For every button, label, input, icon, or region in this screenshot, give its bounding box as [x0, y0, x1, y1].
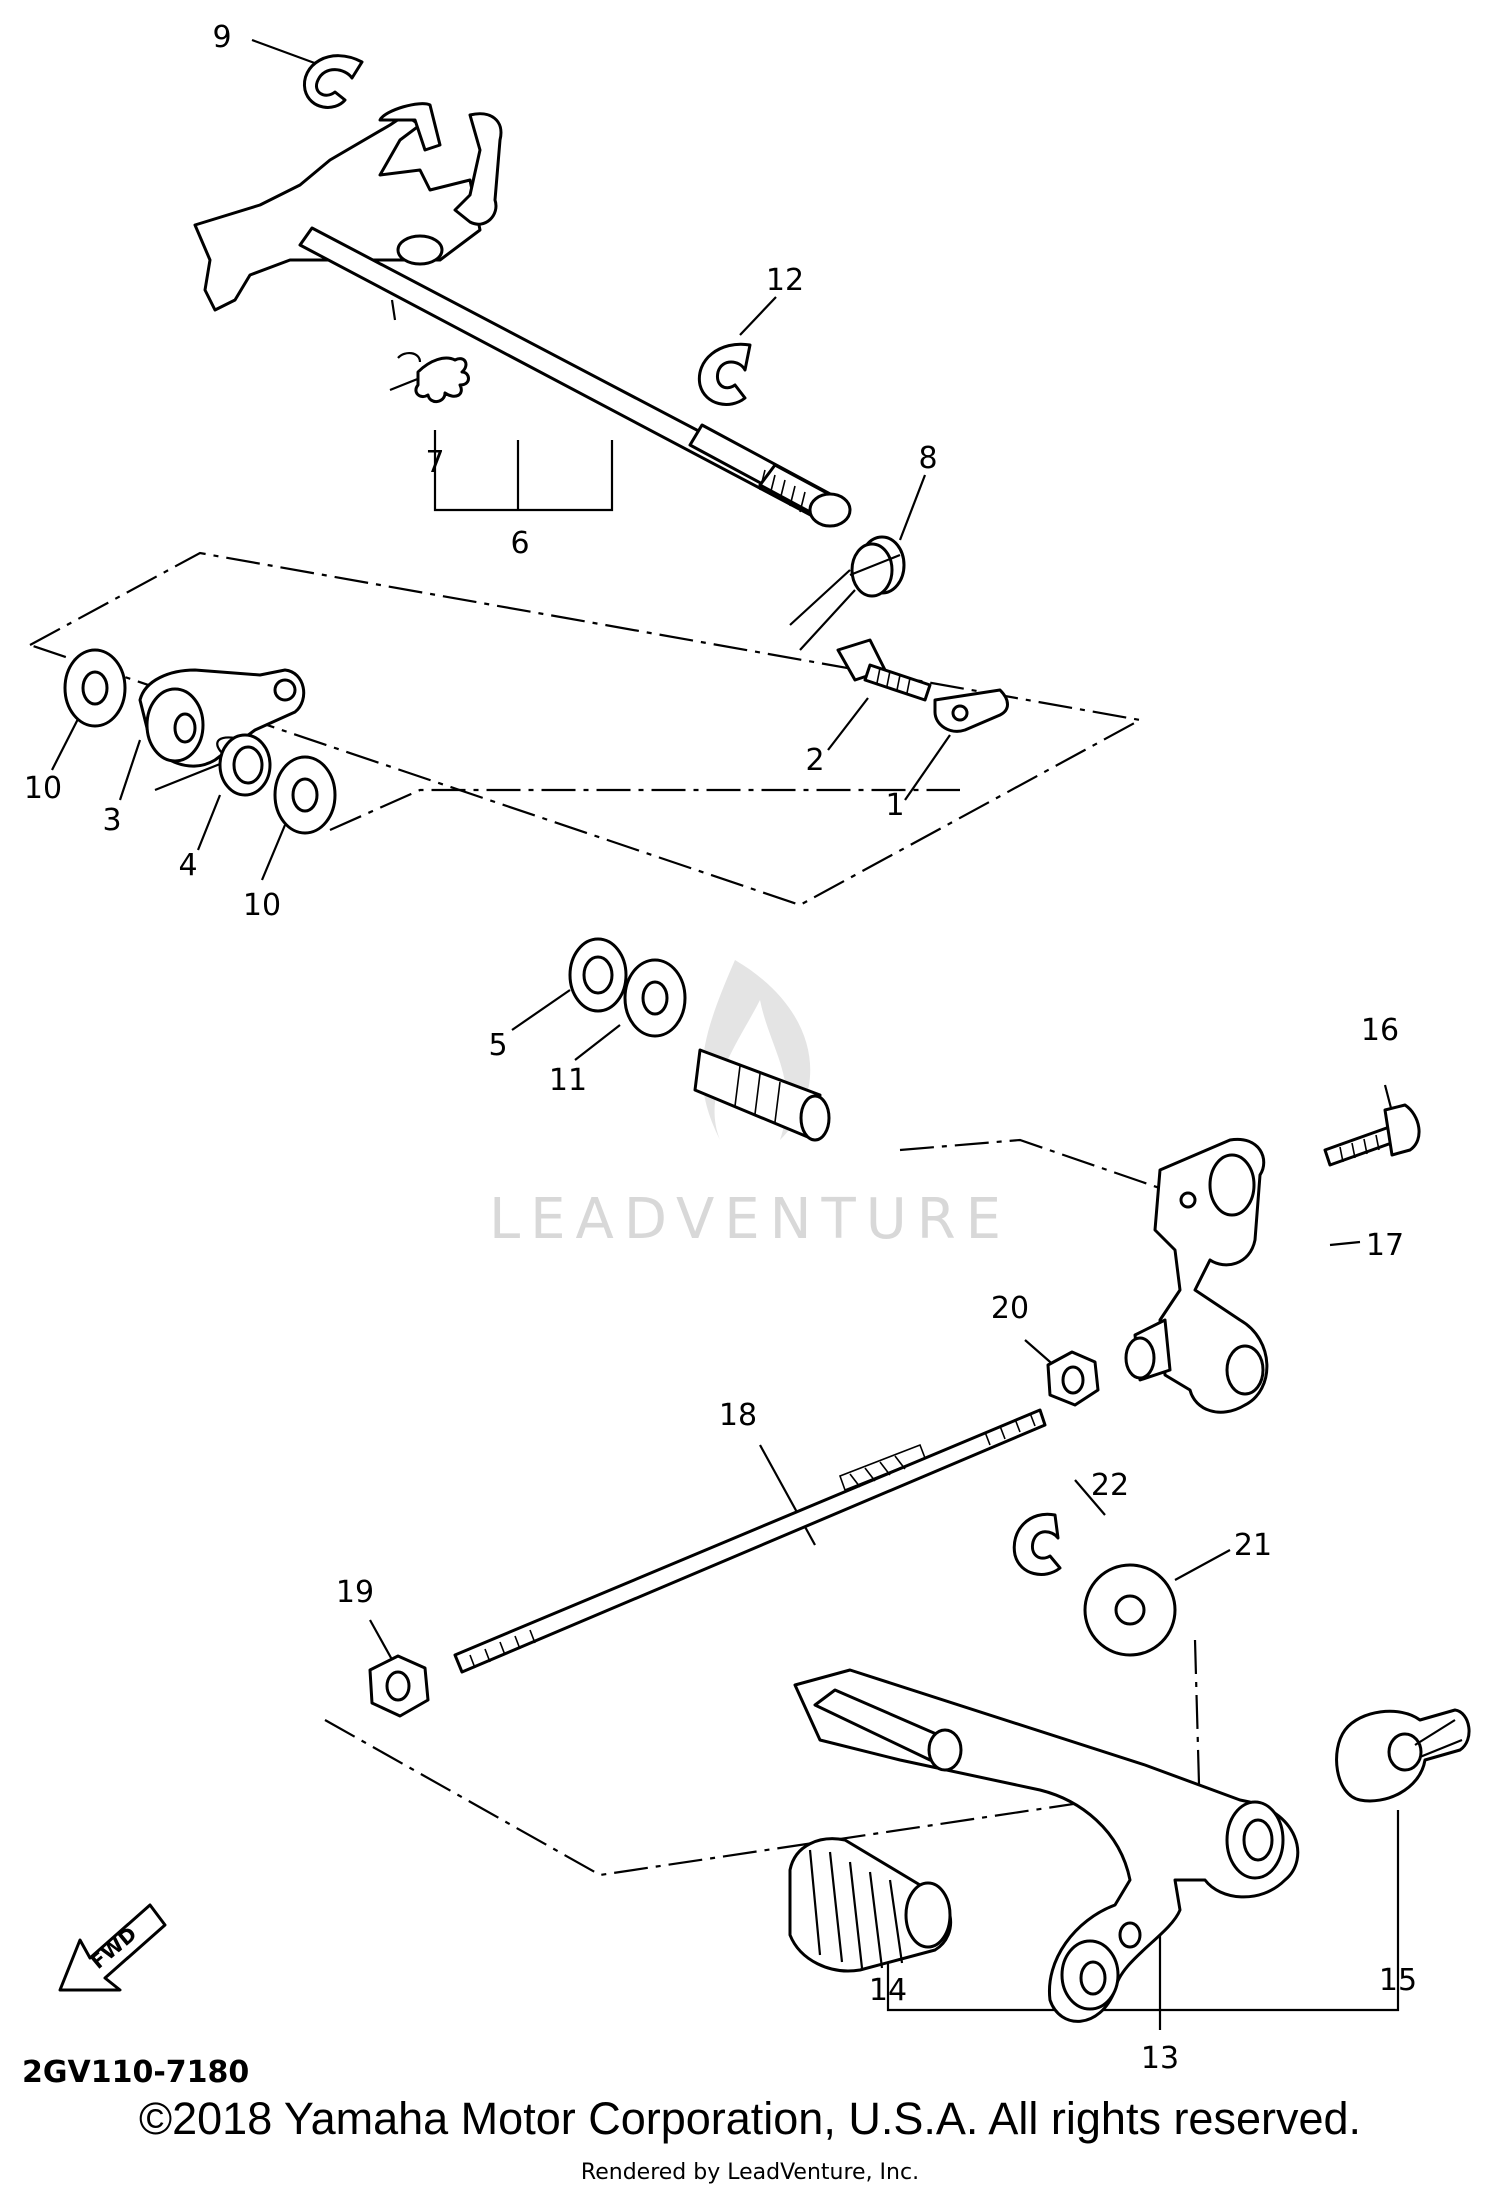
callout-20: 20: [991, 1291, 1029, 1326]
part-21-washer: [1083, 1563, 1177, 1657]
callout-10b: 10: [243, 888, 281, 923]
callout-11: 11: [549, 1063, 587, 1098]
part-9-circlip: [303, 54, 364, 109]
part-10-washer-b: [273, 755, 337, 835]
callout-2: 2: [805, 743, 824, 778]
diagram-code: 2GV110-7180: [22, 2055, 249, 2090]
callout-19: 19: [336, 1575, 374, 1610]
part-4-spring: [154, 733, 272, 797]
callout-4: 4: [178, 848, 197, 883]
leader-lines: [51, 38, 1400, 2030]
part-2-bolt: [836, 638, 932, 702]
callout-16: 16: [1361, 1013, 1399, 1048]
callout-7: 7: [425, 445, 444, 480]
part-20-nut: [1046, 1350, 1100, 1407]
callout-5: 5: [488, 1028, 507, 1063]
callout-1: 1: [885, 788, 904, 823]
assembly-boundaries: [27, 551, 1202, 1877]
part-13-shift-pedal: [793, 1668, 1300, 2023]
callout-6: 6: [510, 526, 529, 561]
callout-14: 14: [869, 1973, 907, 2008]
rendered-by-credit: Rendered by LeadVenture, Inc.: [580, 2160, 920, 2185]
callout-9: 9: [212, 20, 231, 55]
part-19-nut: [368, 1654, 430, 1718]
callout-13: 13: [1141, 2041, 1179, 2076]
part-15-rod-end: [1335, 1708, 1471, 1803]
part-5-oil-seal: [568, 937, 628, 1013]
part-16-bolt: [1323, 1103, 1421, 1167]
part-17-shift-arm: [1124, 1137, 1269, 1414]
part-7-spring: [389, 299, 470, 403]
part-11-washer: [623, 958, 687, 1038]
callout-21: 21: [1234, 1528, 1272, 1563]
part-10-washer-a: [63, 648, 127, 728]
watermark: LEADVENTURE: [489, 960, 1011, 1252]
callout-labels: 1 2 3 4 5 6 7 8 9 10 10 11 12 13 14 15 1…: [24, 20, 1417, 2076]
shaft-end-splined: [693, 1048, 831, 1142]
watermark-text: LEADVENTURE: [489, 1187, 1011, 1252]
part-18-shift-rod: [453, 1408, 1047, 1674]
callout-22: 22: [1091, 1468, 1129, 1503]
part-1-lock-plate: [933, 688, 1009, 733]
watermark-flame-icon: [702, 960, 811, 1140]
part-14-pedal-rubber: [788, 1837, 952, 1973]
callout-3: 3: [102, 803, 121, 838]
callout-18: 18: [719, 1398, 757, 1433]
callout-15: 15: [1379, 1963, 1417, 1998]
callout-10a: 10: [24, 771, 62, 806]
callout-8: 8: [918, 441, 937, 476]
fwd-arrow-icon: FWD: [58, 1903, 167, 1992]
part-6-shift-shaft: [193, 102, 852, 528]
part-22-circlip: [1012, 1512, 1062, 1576]
callout-12: 12: [766, 263, 804, 298]
callout-17: 17: [1366, 1228, 1404, 1263]
part-8-torsion-spring: [789, 535, 906, 651]
copyright-notice: ©2018 Yamaha Motor Corporation, U.S.A. A…: [138, 2093, 1362, 2144]
part-3-stopper-lever: [138, 668, 306, 768]
part-12-circlip: [697, 342, 752, 406]
